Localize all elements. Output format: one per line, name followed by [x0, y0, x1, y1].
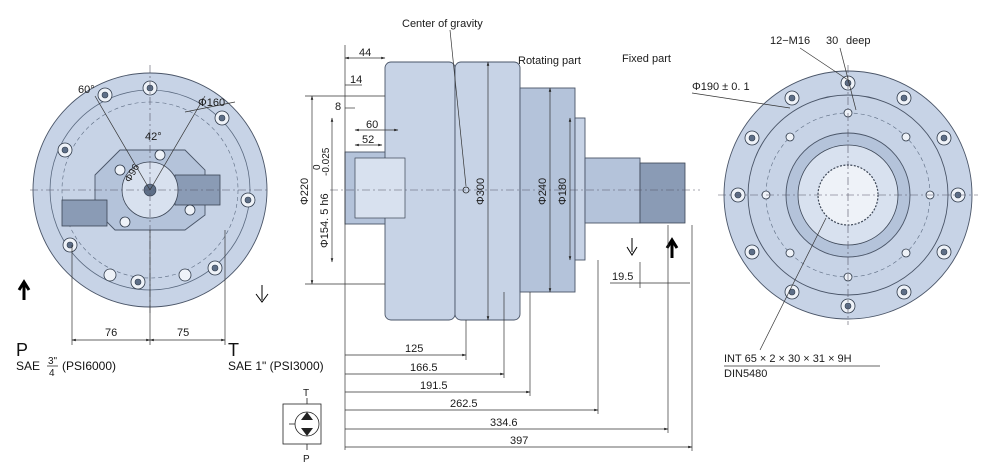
m16-label: 12−M16	[770, 35, 810, 47]
dim-397: 397	[510, 435, 528, 447]
right-end-view: 12−M16 30 deep Φ190 ± 0. 1 INT 65 × 2 × …	[691, 35, 978, 380]
port-t-letter: T	[228, 340, 239, 360]
spline-label-1: INT 65 × 2 × 30 × 31 × 9H	[724, 353, 852, 365]
dia-220: Φ220	[299, 178, 311, 205]
port-p-fitting	[61, 199, 108, 227]
fixed-down-arrow-icon	[626, 238, 638, 256]
left-bolts	[57, 80, 256, 290]
dia-160-label: Φ160	[198, 97, 225, 109]
fixed-part	[584, 157, 641, 224]
tol-upper: 0	[312, 164, 323, 170]
port-p-sae: SAE	[16, 359, 40, 373]
angle-42-label: 42°	[145, 131, 162, 143]
dim-14: 14	[350, 74, 362, 86]
center-of-gravity-label: Center of gravity	[402, 18, 483, 30]
left-end-view: 60° 42° Φ160 Φ96 76 75 P SAE 3" 4 (PSI60…	[16, 65, 324, 379]
dia-190-label: Φ190 ± 0. 1	[692, 81, 750, 93]
rotating-part-label: Rotating part	[518, 55, 581, 67]
dim-334-6: 334.6	[490, 417, 518, 429]
dim-76: 76	[105, 327, 117, 339]
port-t-spec: SAE 1" (PSI3000)	[228, 359, 324, 373]
dia-300: Φ300	[475, 178, 487, 205]
dim-44: 44	[359, 47, 371, 59]
dim-166-5: 166.5	[410, 362, 438, 374]
dim-262-5: 262.5	[450, 398, 478, 410]
center-of-gravity-mark	[462, 186, 470, 194]
dia-154: Φ154. 5 h6	[319, 193, 331, 248]
housing-rear	[454, 61, 521, 321]
dia-240: Φ240	[537, 178, 549, 205]
dim-19-5: 19.5	[612, 271, 633, 283]
flow-down-arrow-icon	[255, 285, 269, 303]
length-dims: 125 166.5 191.5 262.5 334.6 397	[345, 225, 693, 451]
fixed-up-arrow-icon	[665, 237, 679, 258]
fixed-port-block	[639, 162, 686, 224]
port-p-letter: P	[16, 340, 28, 360]
deep-30-label: 30	[826, 35, 838, 47]
deep-word-label: deep	[846, 35, 870, 47]
symbol-p-label: P	[303, 454, 310, 465]
port-p-frac-num: 3"	[48, 356, 58, 367]
fixed-part-label: Fixed part	[622, 53, 671, 65]
dim-52: 52	[362, 134, 374, 146]
port-p-psi: (PSI6000)	[62, 359, 116, 373]
port-p-frac-den: 4	[49, 368, 55, 379]
flow-up-arrow-icon	[17, 279, 31, 300]
dim-60: 60	[366, 119, 378, 131]
tol-lower: -0.025	[321, 147, 332, 176]
dim-8: 8	[335, 101, 341, 113]
spline-label-2: DIN5480	[724, 368, 767, 380]
dia-180: Φ180	[557, 178, 569, 205]
side-view: Center of gravity Rotating part Fixed pa…	[299, 18, 700, 451]
dim-191-5: 191.5	[420, 380, 448, 392]
shaft-bore	[354, 157, 406, 219]
symbol-t-label: T	[303, 388, 309, 399]
dim-75: 75	[177, 327, 189, 339]
angle-60-label: 60°	[78, 84, 95, 96]
dim-125: 125	[405, 343, 423, 355]
rotating-collar	[574, 117, 586, 261]
hydraulic-symbol: T P	[282, 388, 322, 465]
